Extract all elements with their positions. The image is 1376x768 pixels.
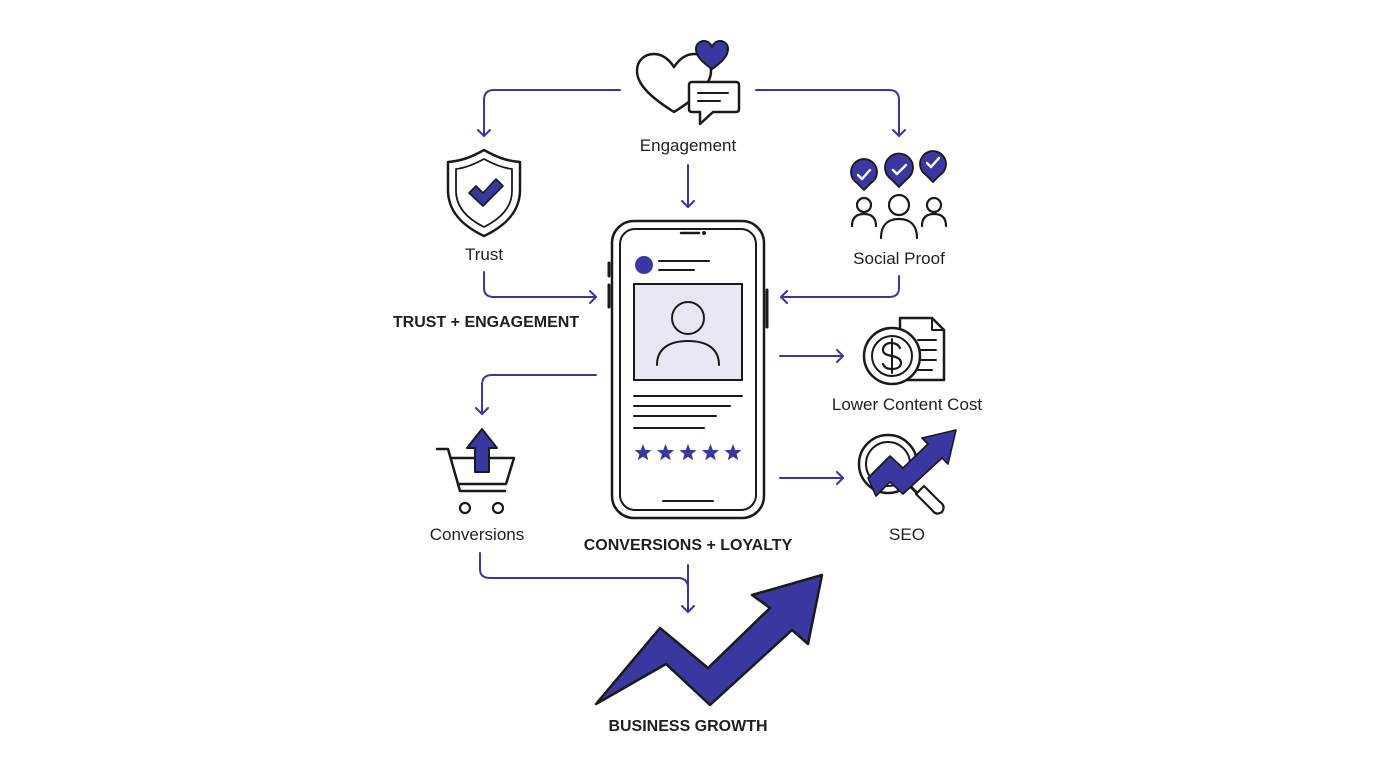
connector-phone-to-conversions bbox=[475, 374, 597, 415]
connectors bbox=[475, 89, 906, 613]
connector-engagement-to-trust bbox=[477, 89, 621, 137]
social-proof-label: Social Proof bbox=[853, 249, 945, 268]
seo-label: SEO bbox=[889, 525, 925, 544]
star-icon bbox=[724, 444, 742, 461]
star-icon bbox=[634, 444, 652, 461]
shield-check-icon bbox=[446, 148, 522, 238]
connector-conversions-to-growth bbox=[479, 552, 695, 613]
lower-content-cost-label: Lower Content Cost bbox=[832, 395, 983, 414]
cart-upload-icon bbox=[435, 428, 516, 515]
post-avatar bbox=[635, 256, 653, 274]
smartphone-review-icon bbox=[607, 219, 769, 520]
connector-engagement-to-social-proof bbox=[755, 89, 906, 137]
coin-document-icon bbox=[862, 316, 946, 386]
trust-engagement-label: TRUST + ENGAGEMENT bbox=[393, 314, 579, 331]
connector-trust-to-phone bbox=[483, 271, 597, 304]
conversions-loyalty-label: CONVERSIONS + LOYALTY bbox=[584, 537, 793, 554]
people-check-icon bbox=[850, 150, 948, 240]
star-rating bbox=[634, 444, 742, 461]
star-icon bbox=[656, 444, 675, 461]
business-growth-label: BUSINESS GROWTH bbox=[608, 718, 767, 735]
star-icon bbox=[679, 444, 697, 461]
star-icon bbox=[701, 444, 720, 461]
growth-arrow-icon bbox=[594, 573, 824, 707]
connector-social-proof-to-phone bbox=[780, 275, 900, 304]
user-photo-icon bbox=[656, 301, 720, 366]
trust-label: Trust bbox=[465, 245, 503, 264]
magnifier-growth-icon bbox=[857, 429, 957, 515]
engagement-label: Engagement bbox=[640, 136, 737, 155]
conversions-label: Conversions bbox=[430, 525, 525, 544]
heart-chat-icon bbox=[635, 40, 741, 126]
check-badge-right bbox=[919, 150, 947, 184]
check-badge-left bbox=[850, 158, 878, 192]
check-badge-center bbox=[884, 152, 914, 189]
